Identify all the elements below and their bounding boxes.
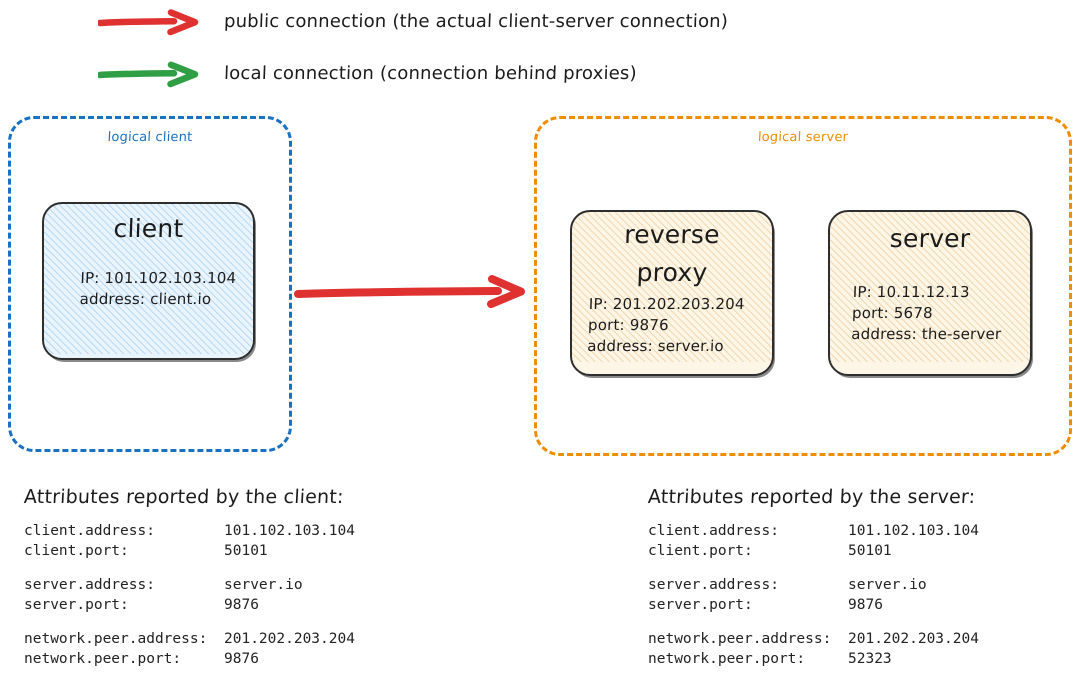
attr-row: client.address: 101.102.103.104 — [24, 521, 454, 541]
node-reverse-proxy-address: address: server.io — [586, 337, 725, 355]
attr-group: client.address: 101.102.103.104 client.por… — [648, 521, 1078, 561]
attr-key: client.port: — [648, 543, 753, 559]
node-server[interactable]: server IP: 10.11.12.13 port: 5678 addres… — [828, 210, 1032, 376]
attr-key: server.port: — [24, 597, 129, 613]
node-client-ip: IP: 101.102.103.104 — [80, 269, 237, 287]
node-reverse-proxy-title: reverse — [623, 220, 721, 249]
green-arrow-icon — [98, 61, 199, 88]
attr-value: server.io — [224, 577, 303, 593]
legend-item-public-connection: public connection (the actual client-ser… — [98, 8, 728, 36]
node-reverse-proxy[interactable]: reverse proxy IP: 201.202.203.204 port: … — [570, 210, 774, 376]
node-reverse-proxy-ip: IP: 201.202.203.204 — [588, 295, 745, 313]
attr-value: 9876 — [224, 597, 259, 613]
attr-row: client.port: 50101 — [24, 541, 454, 561]
attr-value: 201.202.203.204 — [848, 631, 979, 647]
attr-key: server.port: — [648, 597, 753, 613]
legend-item-local-connection: local connection (connection behind prox… — [98, 60, 637, 88]
attr-group: server.address: server.io server.port: 9876 — [24, 575, 454, 615]
attr-value: 50101 — [224, 543, 268, 559]
legend: public connection (the actual client-ser… — [0, 0, 1080, 105]
node-reverse-proxy-port: port: 9876 — [587, 316, 670, 334]
logical-server-label: logical server — [757, 130, 849, 145]
node-server-port: port: 5678 — [851, 304, 934, 322]
attr-key: server.address: — [24, 577, 155, 593]
logical-server-container: logical server — [534, 116, 1072, 456]
node-reverse-proxy-title-line2: proxy — [636, 258, 708, 287]
attr-value: 50101 — [848, 543, 892, 559]
attr-value: 101.102.103.104 — [848, 523, 979, 539]
attr-row: server.port: 9876 — [648, 595, 1078, 615]
attr-row: network.peer.address: 201.202.203.204 — [648, 629, 1078, 649]
attr-value: 101.102.103.104 — [224, 523, 355, 539]
attr-row: network.peer.port: 9876 — [24, 649, 454, 669]
attr-value: 9876 — [224, 651, 259, 667]
node-server-details: IP: 10.11.12.13 port: 5678 address: the-… — [850, 282, 1030, 345]
attr-row: client.address: 101.102.103.104 — [648, 521, 1078, 541]
attributes-client-title: Attributes reported by the client: — [23, 486, 345, 508]
node-client-address: address: client.io — [79, 290, 212, 308]
attr-row: server.port: 9876 — [24, 595, 454, 615]
node-client[interactable]: client IP: 101.102.103.104 address: clie… — [42, 202, 255, 360]
attr-row: server.address: server.io — [648, 575, 1078, 595]
attr-key: network.peer.port: — [24, 651, 182, 667]
attr-value: 52323 — [848, 651, 892, 667]
logical-client-container: logical client — [8, 116, 292, 452]
attr-row: client.port: 50101 — [648, 541, 1078, 561]
attr-value: 201.202.203.204 — [224, 631, 355, 647]
attr-key: server.address: — [648, 577, 779, 593]
attributes-server-panel: Attributes reported by the server: clien… — [647, 486, 1078, 683]
logical-client-label: logical client — [107, 130, 193, 145]
legend-label-public: public connection (the actual client-ser… — [223, 11, 729, 32]
node-client-title: client — [113, 214, 184, 243]
attr-group: server.address: server.io server.port: 9876 — [648, 575, 1078, 615]
attr-row: server.address: server.io — [24, 575, 454, 595]
attr-group: client.address: 101.102.103.104 client.por… — [24, 521, 454, 561]
attributes-server-title: Attributes reported by the server: — [647, 486, 976, 508]
attr-key: client.address: — [648, 523, 779, 539]
attr-key: network.peer.address: — [24, 631, 208, 647]
node-client-details: IP: 101.102.103.104 address: client.io — [79, 268, 253, 310]
attr-key: client.port: — [24, 543, 129, 559]
attr-row: network.peer.address: 201.202.203.204 — [24, 629, 454, 649]
attributes-client-panel: Attributes reported by the client: clien… — [23, 486, 454, 683]
public-connection-arrow — [294, 275, 525, 308]
attributes-client-groups: client.address: 101.102.103.104 client.por… — [24, 521, 454, 669]
legend-label-local: local connection (connection behind prox… — [223, 63, 638, 84]
attr-value: server.io — [848, 577, 927, 593]
node-server-title: server — [889, 224, 971, 253]
node-reverse-proxy-details: IP: 201.202.203.204 port: 9876 address: … — [586, 294, 772, 357]
attributes-server-groups: client.address: 101.102.103.104 client.por… — [648, 521, 1078, 669]
attr-key: client.address: — [24, 523, 155, 539]
node-server-address: address: the-server — [850, 325, 1002, 343]
node-server-ip: IP: 10.11.12.13 — [852, 283, 971, 301]
attr-key: network.peer.port: — [648, 651, 806, 667]
attr-value: 9876 — [848, 597, 883, 613]
attr-row: network.peer.port: 52323 — [648, 649, 1078, 669]
red-arrow-icon — [98, 9, 199, 36]
attr-key: network.peer.address: — [648, 631, 832, 647]
